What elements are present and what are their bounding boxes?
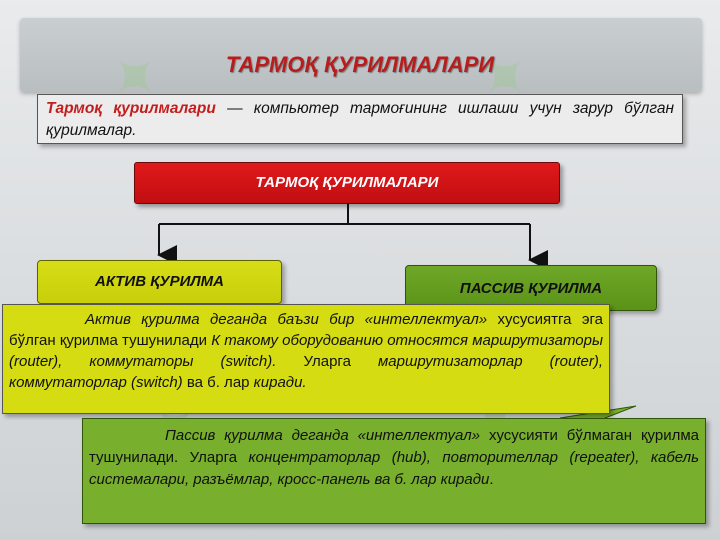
active-desc-part7: киради. <box>253 374 307 391</box>
active-desc-part4: Уларга <box>276 353 378 370</box>
active-desc-part6: ва б. лар <box>182 374 254 391</box>
active-desc-part2: хусусиятга эга бўлган қурилма тушунилади <box>9 311 603 349</box>
passive-device-box: ПАССИВ ҚУРИЛМА <box>405 265 657 311</box>
active-desc-part3: К такому оборудованию относятся маршрути… <box>9 332 603 370</box>
active-description-box: Актив қурилма деганда баъзи бир «интелле… <box>2 304 610 414</box>
root-node-box: ТАРМОҚ ҚУРИЛМАЛАРИ <box>134 162 560 204</box>
definition-text: — компьютер тармоғининг ишлаши учун зару… <box>46 100 674 139</box>
active-desc-part5: маршрутизаторлар (router), коммутаторлар… <box>9 353 603 391</box>
slide-title: ТАРМОҚ ҚУРИЛМАЛАРИ <box>225 52 495 77</box>
passive-desc-part4: . <box>489 471 494 488</box>
active-device-box: АКТИВ ҚУРИЛМА <box>37 260 282 304</box>
active-desc-part1: Актив қурилма деганда баъзи бир «интелле… <box>85 311 498 328</box>
definition-term: Тармоқ қурилмалари <box>46 100 216 117</box>
passive-description-box: Пассив қурилма деганда «интеллектуал» ху… <box>82 418 706 524</box>
passive-desc-part3: концентраторлар (hub), повторителлар (re… <box>89 449 699 488</box>
definition-box: Тармоқ қурилмалари — компьютер тармоғини… <box>37 94 683 144</box>
passive-desc-part1: Пассив қурилма деганда «интеллектуал» <box>165 427 489 444</box>
header-band <box>20 18 702 92</box>
passive-desc-part2: хусусияти бўлмаган қурилма тушунилади. У… <box>89 427 699 466</box>
